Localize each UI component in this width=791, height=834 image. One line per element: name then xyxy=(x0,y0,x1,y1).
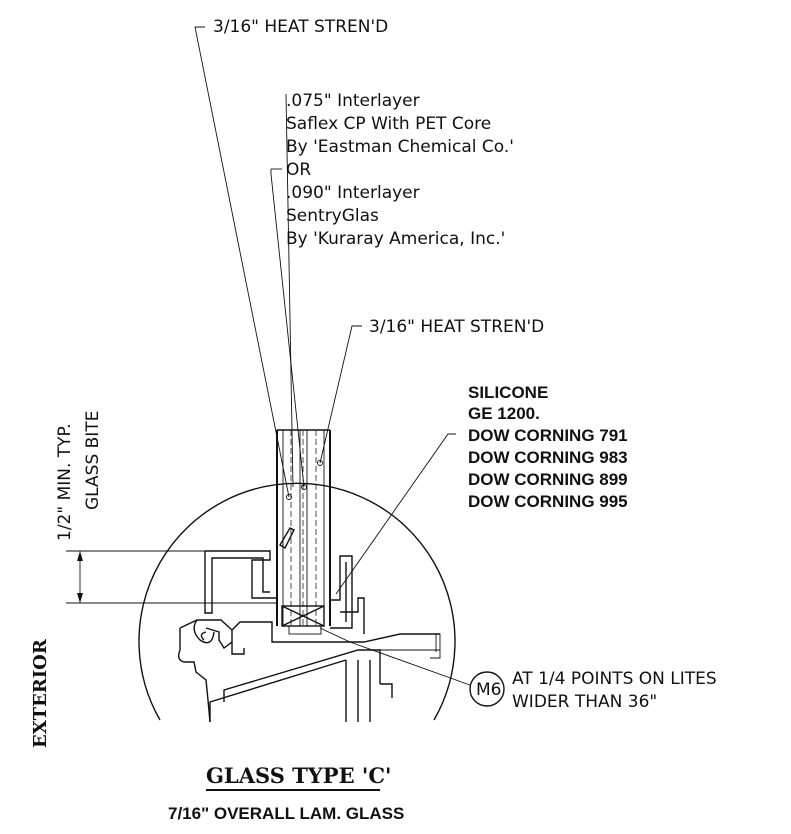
inner-glass-label: 3/16" HEAT STREN'D xyxy=(369,317,544,337)
interlayer-2-product: SentryGlas xyxy=(286,206,379,226)
interlayer-1-product: Saflex CP With PET Core xyxy=(286,114,491,134)
glass-bite-dimension xyxy=(66,550,277,604)
aluminum-frame xyxy=(177,527,441,723)
setting-block-tag: M6 xyxy=(476,680,501,700)
interlayer-1-label: .075" Interlayer xyxy=(286,91,420,111)
setting-block xyxy=(281,605,325,635)
setting-block-tag-circle xyxy=(469,671,505,707)
glass-bite-label: GLASS BITE xyxy=(83,411,103,510)
silicone-item: DOW CORNING 983 xyxy=(468,448,628,467)
outer-glass-label: 3/16" HEAT STREN'D xyxy=(213,17,388,37)
detail-circle xyxy=(138,482,456,721)
glass-type-title: GLASS TYPE 'C' xyxy=(206,763,391,788)
setting-block-note-line1: AT 1/4 POINTS ON LITES xyxy=(512,669,717,689)
or-label: OR xyxy=(286,160,311,180)
silicone-item: DOW CORNING 899 xyxy=(468,470,628,489)
interlayer-2-maker: By 'Kuraray America, Inc.' xyxy=(286,229,505,249)
leader-lines xyxy=(194,26,471,686)
laminated-glass-unit xyxy=(276,429,331,626)
interlayer-1-maker: By 'Eastman Chemical Co.' xyxy=(286,137,514,157)
min-bite-label: 1/2" MIN. TYP. xyxy=(55,423,75,541)
silicone-item: DOW CORNING 995 xyxy=(468,492,628,511)
glass-type-subtitle: 7/16" OVERALL LAM. GLASS xyxy=(168,804,404,823)
silicone-title: SILICONE xyxy=(468,383,548,402)
setting-block-note-line2: WIDER THAN 36" xyxy=(512,692,657,712)
interlayer-2-label: .090" Interlayer xyxy=(286,183,420,203)
exterior-label: EXTERIOR xyxy=(30,638,51,748)
silicone-item: GE 1200. xyxy=(468,404,540,423)
silicone-item: DOW CORNING 791 xyxy=(468,426,628,445)
